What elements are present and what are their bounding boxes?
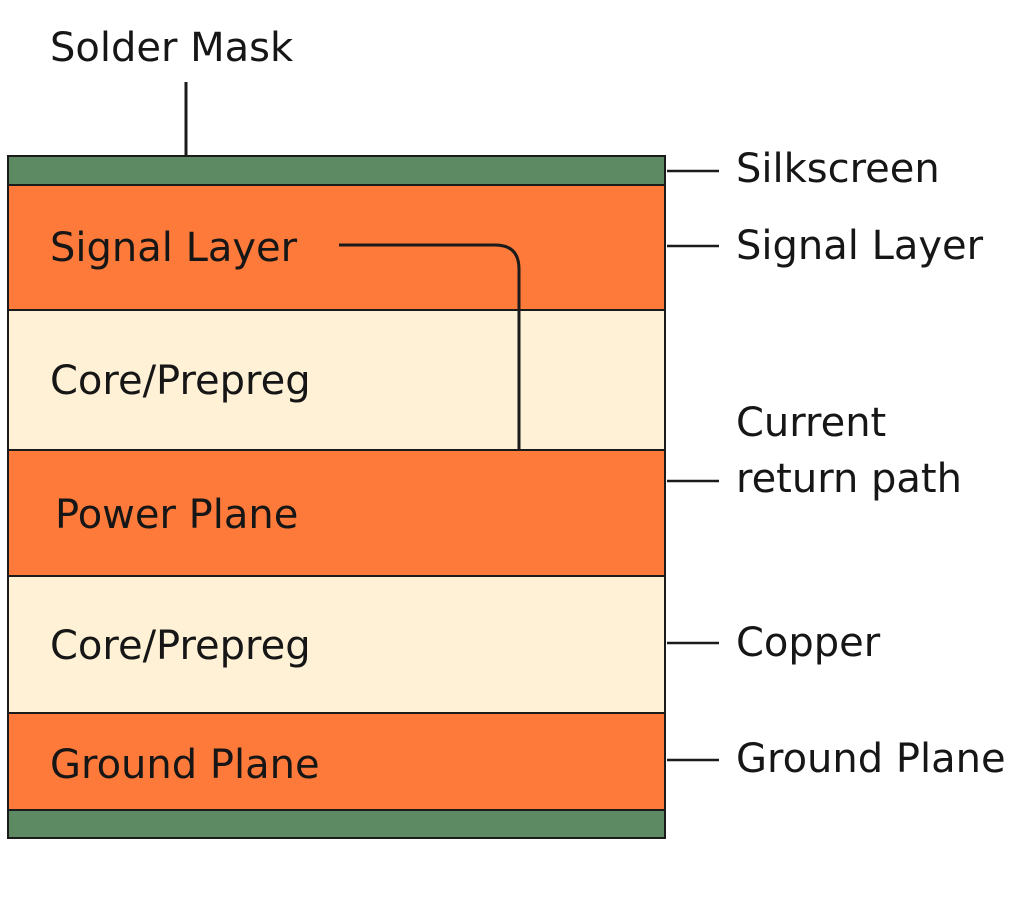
return-path-callout: Current return path xyxy=(736,400,962,502)
core-prepreg-band-1 xyxy=(7,309,666,451)
silkscreen-callout: Silkscreen xyxy=(736,146,940,192)
core-prepreg-label-1: Core/Prepreg xyxy=(50,358,311,404)
ground-plane-band xyxy=(7,712,666,811)
solder-mask-bottom-layer xyxy=(7,809,666,839)
core-prepreg-label-2: Core/Prepreg xyxy=(50,623,311,669)
power-plane-band xyxy=(7,449,666,577)
core-prepreg-band-2 xyxy=(7,575,666,714)
solder-mask-label: Solder Mask xyxy=(50,25,294,71)
signal-layer-label: Signal Layer xyxy=(50,225,298,271)
signal-layer-band xyxy=(7,184,666,311)
power-plane-label: Power Plane xyxy=(55,492,299,538)
signal-layer-callout: Signal Layer xyxy=(736,223,984,269)
copper-callout: Copper xyxy=(736,620,881,666)
current-return-path-trace xyxy=(339,243,521,450)
solder-mask-top-layer xyxy=(7,155,666,186)
ground-plane-label: Ground Plane xyxy=(50,742,320,788)
ground-plane-callout: Ground Plane xyxy=(736,736,1006,782)
